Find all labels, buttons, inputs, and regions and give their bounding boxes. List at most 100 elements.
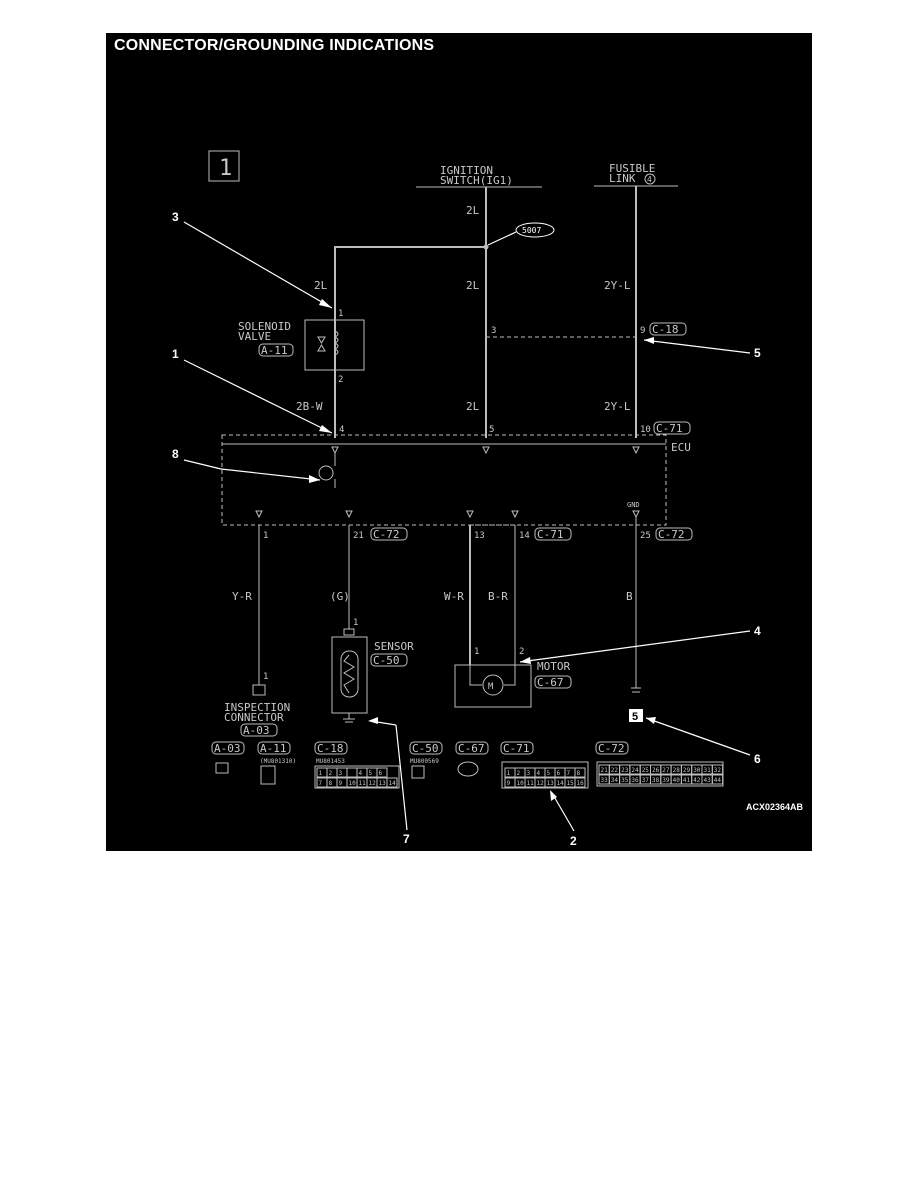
c72-row1-pin-label: 32	[714, 767, 722, 774]
connector-legend: A-03 A-11 C-18 C-50 C-67 C-71 C-72 (MU80…	[211, 741, 724, 789]
c18-row1-pin-label: 5	[369, 770, 373, 777]
callout-5-arrowhead	[644, 337, 654, 344]
ground-number-box	[629, 709, 643, 722]
c18-row1-pin-label: 2	[329, 770, 333, 777]
callouts: 3 1 8 5 4 6 7 2	[172, 210, 761, 848]
c71-row1-pin-label: 3	[527, 770, 531, 777]
pin-motor-2: 2	[519, 647, 524, 657]
pin-p10: 10	[640, 425, 651, 435]
c72-row1-pin-label: 31	[704, 767, 712, 774]
sensor-label: SENSOR	[374, 640, 414, 653]
wire-label-fus-mid: 2Y-L	[604, 279, 631, 292]
c72-row2-pin-label: 41	[683, 777, 691, 784]
c67-face	[457, 761, 479, 777]
connector-c71-label-2: C-71	[537, 528, 564, 541]
c18-row2-pin-label: 10	[349, 780, 357, 787]
connector-c72-label-2: C-72	[658, 528, 685, 541]
pin-p13: 13	[474, 531, 485, 541]
legend-c72: C-72	[598, 742, 625, 755]
sensor-box	[331, 636, 368, 714]
callout-2-leader	[551, 792, 575, 832]
splice-leader	[487, 231, 517, 246]
c72-row2-pin-label: 44	[714, 777, 722, 784]
sensor-resistor-symbol	[343, 654, 355, 694]
motor-symbol-letter: M	[488, 682, 494, 692]
c18-row2-cell	[386, 777, 398, 788]
c72-row1-pin-label: 24	[631, 767, 639, 774]
connector-c71-outline-2	[534, 527, 572, 541]
fusible-number-circle	[644, 173, 656, 185]
callout-8-leader-b	[220, 468, 321, 481]
callout-5-leader	[643, 339, 751, 354]
c72-row2-pin-label: 33	[601, 777, 609, 784]
c72-row1-pin-label: 23	[621, 767, 629, 774]
c71-row2-pin-label: 13	[547, 780, 555, 787]
callout-3-leader	[183, 221, 333, 309]
connector-c50-outline	[370, 653, 408, 667]
pin-insp: 1	[263, 672, 268, 682]
solenoid-label-1: SOLENOID	[238, 320, 291, 333]
a03-face	[215, 762, 229, 774]
c18-part-number: MU801453	[316, 758, 345, 765]
c71-row1-pin-label: 7	[567, 770, 571, 777]
callout-2: 2	[570, 834, 577, 848]
callout-2-arrowhead	[550, 790, 557, 801]
c71-row1-pin-label: 5	[547, 770, 551, 777]
legend-a11: A-11	[260, 742, 287, 755]
c50-part-number: MU800569	[410, 758, 439, 765]
wire-label-motor1: W-R	[444, 590, 464, 603]
c71-row2-pin-label: 10	[517, 780, 525, 787]
connector-c50-label: C-50	[373, 654, 400, 667]
c18-row1-pin-label: 3	[339, 770, 343, 777]
callout-5: 5	[754, 346, 761, 360]
pin-j3: 3	[491, 326, 496, 336]
callout-8-leader-a	[183, 459, 222, 470]
c72-row2-pin-label: 37	[642, 777, 650, 784]
c71-row2-pin-label: 16	[577, 780, 585, 787]
solenoid-valve-symbol-top	[317, 336, 326, 344]
c72-row2-pin-label: 43	[704, 777, 712, 784]
callout-7: 7	[403, 832, 410, 846]
figure-number: 1	[219, 156, 232, 181]
c72-row2-pin-label: 34	[611, 777, 619, 784]
page-title: CONNECTOR/GROUNDING INDICATIONS	[114, 37, 435, 54]
connector-c72-label-1: C-72	[373, 528, 400, 541]
splice-node	[483, 244, 489, 250]
connector-a11-outline	[258, 343, 294, 357]
wire-label-ign-mid: 2L	[466, 279, 480, 292]
ignition-label-2: SWITCH(IG1)	[440, 174, 513, 187]
c71-row2-cell	[574, 777, 586, 788]
fusible-label-1: FUSIBLE	[609, 162, 655, 175]
c18-row1-pin-label: 4	[359, 770, 363, 777]
pin-p1: 1	[263, 531, 268, 541]
diagram-panel: CONNECTOR/GROUNDING INDICATIONS 1 IGNITI…	[106, 33, 812, 851]
pin-p5: 5	[489, 425, 494, 435]
c72-row2-pin-label: 39	[662, 777, 670, 784]
connector-c71-top-label: C-71	[656, 422, 683, 435]
pin-p25: 25	[640, 531, 651, 541]
c72-row2-pin-label: 36	[631, 777, 639, 784]
c72-row2-pin-label: 35	[621, 777, 629, 784]
connector-c18-outline	[649, 322, 687, 336]
c71-row1-pin-label: 8	[577, 770, 581, 777]
motor-box	[454, 664, 532, 708]
legend-c71: C-71	[503, 742, 530, 755]
ecu-transistor-symbol	[318, 465, 334, 481]
c18-row2-pin-label: 14	[389, 780, 397, 787]
gnd-label: GND	[627, 501, 640, 509]
solenoid-label-2: VALVE	[238, 330, 271, 343]
c18-row2-pin-label: 11	[359, 780, 367, 787]
callout-1-arrowhead	[319, 425, 332, 433]
wire-label-motor2: B-R	[488, 590, 508, 603]
c71-row1-pin-label: 2	[517, 770, 521, 777]
legend-c50: C-50	[412, 742, 439, 755]
ecu-box	[221, 434, 667, 526]
c18-row2-pin-label: 13	[379, 780, 387, 787]
pin-sol2: 2	[338, 375, 343, 385]
c71-row2-pin-label: 14	[557, 780, 565, 787]
callout-6-leader	[645, 717, 751, 756]
c72-row2-pin-label: 42	[693, 777, 701, 784]
c71-row1-cell	[574, 767, 586, 778]
c18-row2-pin-label: 8	[329, 780, 333, 787]
wiring-diagram: 1 IGNITION SWITCH(IG1) FUSIBLE LINK 4 50…	[172, 150, 804, 848]
